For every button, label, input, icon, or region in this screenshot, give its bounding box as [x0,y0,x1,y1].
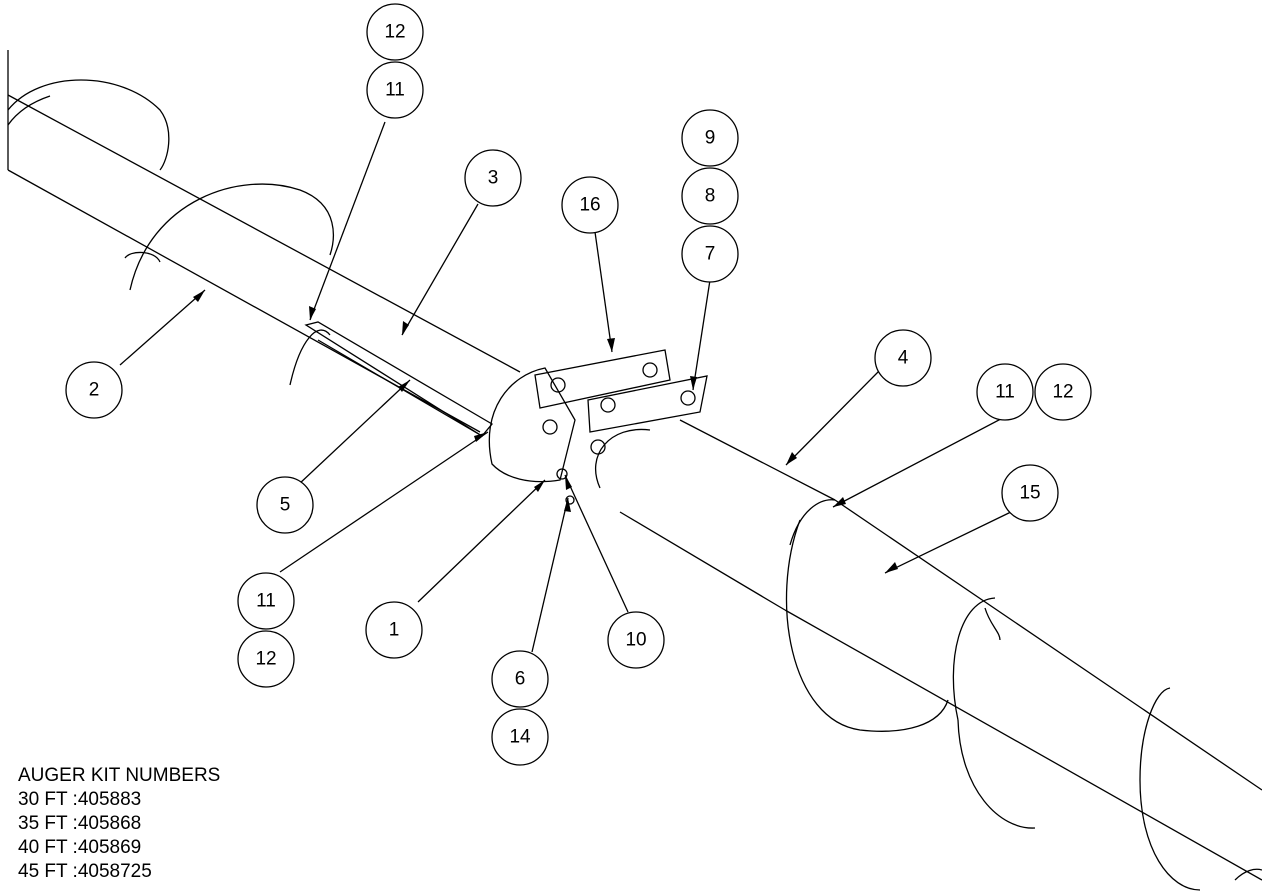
callout-8: 8 [681,167,739,225]
callout-7: 7 [681,225,739,283]
callout-14: 14 [491,708,549,766]
svg-text:14: 14 [509,727,531,748]
kit-length: 45 FT [18,861,68,882]
auger-kit-numbers-panel: AUGER KIT NUMBERS 30 FT :405883 35 FT :4… [18,764,378,884]
svg-text:11: 11 [256,591,276,612]
callout-12-top: 12 [366,3,424,61]
svg-text:10: 10 [625,630,646,651]
svg-text:12: 12 [1052,382,1073,403]
svg-text:16: 16 [579,195,600,216]
kit-row: 45 FT :4058725 [18,861,152,882]
callout-3: 3 [464,149,522,207]
svg-text:11: 11 [995,382,1015,403]
kit-number: 4058725 [77,861,152,882]
callout-10: 10 [607,611,665,669]
callout-16: 16 [561,176,619,234]
kit-row: 30 FT :405883 [18,789,142,810]
callout-12-right: 12 [1034,363,1092,421]
callout-5: 5 [256,476,314,534]
kit-length: 40 FT [18,837,68,858]
callout-11-right: 11 [976,363,1034,421]
svg-text:2: 2 [89,380,100,401]
kit-row: 40 FT :405869 [18,837,142,858]
callout-2: 2 [65,361,123,419]
callout-4: 4 [874,329,932,387]
callout-1: 1 [365,601,423,659]
svg-text:12: 12 [384,22,405,43]
kit-length: 30 FT [18,789,68,810]
svg-text:12: 12 [255,649,276,670]
kit-length: 35 FT [18,813,68,834]
kit-numbers-title: AUGER KIT NUMBERS [18,765,221,786]
svg-text:6: 6 [515,669,526,690]
svg-text:3: 3 [488,168,499,189]
callout-12-bottom: 12 [237,630,295,688]
svg-text:11: 11 [385,80,405,101]
callout-11-bottom: 11 [237,572,295,630]
leader-lines [119,121,1019,653]
kit-number: 405883 [77,789,142,810]
leader-arrowheads [193,290,898,573]
svg-text:7: 7 [705,244,716,265]
svg-text:5: 5 [280,495,291,516]
kit-row: 35 FT :405868 [18,813,142,834]
svg-text:1: 1 [389,620,400,641]
callout-15: 15 [1001,464,1059,522]
kit-number: 405869 [77,837,142,858]
callout-11-top: 11 [366,61,424,119]
auger-geometry [7,50,1262,891]
svg-text:15: 15 [1019,483,1040,504]
callout-9: 9 [681,109,739,167]
callout-6: 6 [491,650,549,708]
svg-text:9: 9 [705,128,716,149]
svg-text:4: 4 [898,348,909,369]
svg-text:8: 8 [705,186,716,207]
kit-number: 405868 [77,813,142,834]
